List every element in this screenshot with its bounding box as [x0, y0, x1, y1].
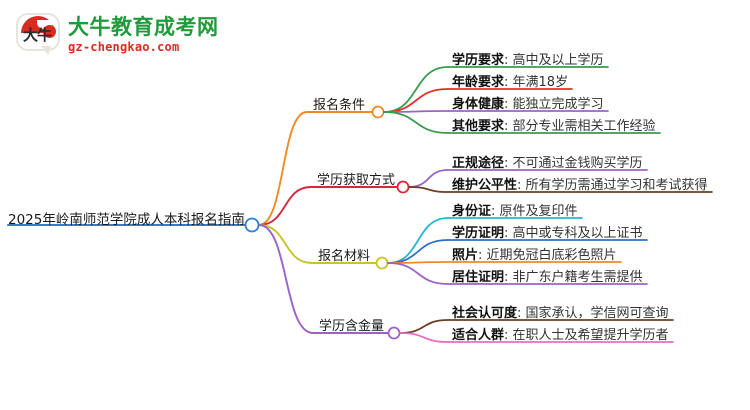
mindmap-branch-label-3[interactable]: 报名材料	[318, 249, 371, 264]
leaf-value: 不可通过金钱购买学历	[512, 156, 643, 171]
leaf-value: 年满18岁	[512, 75, 569, 90]
leaf-key: 学历要求	[452, 53, 505, 68]
leaf-value: 在职人士及希望提升学历者	[512, 328, 669, 343]
mindmap-branch-label-4[interactable]: 学历含金量	[319, 319, 385, 334]
leaf-separator: :	[504, 75, 513, 90]
leaf-separator: :	[517, 178, 526, 193]
mindmap-branch-label-2[interactable]: 学历获取方式	[317, 173, 396, 188]
leaf-value: 原件及复印件	[499, 204, 578, 219]
leaf-separator: :	[504, 53, 513, 68]
leaf-value: 所有学历需通过学习和考试获得	[525, 178, 708, 193]
mindmap-leaf-3-1[interactable]: 身份证: 原件及复印件	[452, 200, 578, 219]
mindmap-leaf-1-1[interactable]: 学历要求: 高中及以上学历	[452, 49, 604, 68]
logo-bubble-tail-icon	[41, 46, 51, 55]
leaf-separator: :	[504, 119, 513, 134]
leaf-key: 社会认可度	[452, 306, 518, 321]
leaf-key: 年龄要求	[452, 75, 505, 90]
logo-text-block: 大牛教育成考网 gz-chengkao.com	[68, 15, 219, 55]
leaf-separator: :	[517, 306, 526, 321]
logo-subtitle-url: gz-chengkao.com	[68, 40, 180, 54]
site-logo: 大牛 大牛教育成考网 gz-chengkao.com	[14, 8, 218, 62]
mindmap-leaf-1-3[interactable]: 身体健康: 能独立完成学习	[452, 93, 604, 112]
leaf-value: 高中及以上学历	[512, 53, 604, 68]
leaf-value: 部分专业需相关工作经验	[512, 119, 656, 134]
leaf-key: 身体健康	[452, 97, 505, 112]
logo-mark-icon: 大牛	[14, 12, 62, 58]
leaf-key: 适合人群	[452, 328, 505, 343]
leaf-key: 其他要求	[452, 119, 505, 134]
mindmap-leaf-1-2[interactable]: 年龄要求: 年满18岁	[452, 71, 568, 90]
leaf-key: 正规途径	[452, 156, 505, 171]
leaf-key: 学历证明	[452, 226, 505, 241]
leaf-key: 照片	[452, 248, 479, 263]
mindmap-root-label[interactable]: 2025年岭南师范学院成人本科报名指南	[8, 212, 245, 228]
mindmap-leaf-4-2[interactable]: 适合人群: 在职人士及希望提升学历者	[452, 324, 669, 343]
leaf-separator: :	[478, 248, 487, 263]
mindmap-leaf-3-2[interactable]: 学历证明: 高中或专科及以上证书	[452, 222, 643, 241]
mindmap-leaf-2-2[interactable]: 维护公平性: 所有学历需通过学习和考试获得	[452, 174, 708, 193]
logo-red-dot-icon	[43, 25, 56, 38]
logo-arc-notch-icon	[37, 20, 53, 29]
leaf-value: 近期免冠白底彩色照片	[486, 248, 617, 263]
leaf-value: 能独立完成学习	[512, 97, 604, 112]
leaf-separator: :	[504, 270, 513, 285]
leaf-separator: :	[504, 328, 513, 343]
mindmap-leaf-1-4[interactable]: 其他要求: 部分专业需相关工作经验	[452, 115, 656, 134]
logo-glyph-text: 大牛	[22, 26, 52, 44]
leaf-key: 身份证	[452, 204, 492, 219]
leaf-separator: :	[504, 156, 513, 171]
logo-title: 大牛教育成考网	[68, 15, 219, 39]
mindmap-branch-label-1[interactable]: 报名条件	[313, 98, 366, 113]
mindmap-leaf-3-4[interactable]: 居住证明: 非广东户籍考生需提供	[452, 266, 643, 285]
leaf-key: 居住证明	[452, 270, 505, 285]
mindmap-leaf-2-1[interactable]: 正规途径: 不可通过金钱购买学历	[452, 152, 643, 171]
leaf-value: 国家承认，学信网可查询	[525, 306, 669, 321]
leaf-value: 非广东户籍考生需提供	[512, 270, 643, 285]
leaf-value: 高中或专科及以上证书	[512, 226, 643, 241]
mindmap-leaf-3-3[interactable]: 照片: 近期免冠白底彩色照片	[452, 244, 617, 263]
mindmap-leaf-4-1[interactable]: 社会认可度: 国家承认，学信网可查询	[452, 302, 669, 321]
leaf-key: 维护公平性	[452, 178, 518, 193]
leaf-separator: :	[504, 226, 513, 241]
leaf-separator: :	[491, 204, 500, 219]
leaf-separator: :	[504, 97, 513, 112]
